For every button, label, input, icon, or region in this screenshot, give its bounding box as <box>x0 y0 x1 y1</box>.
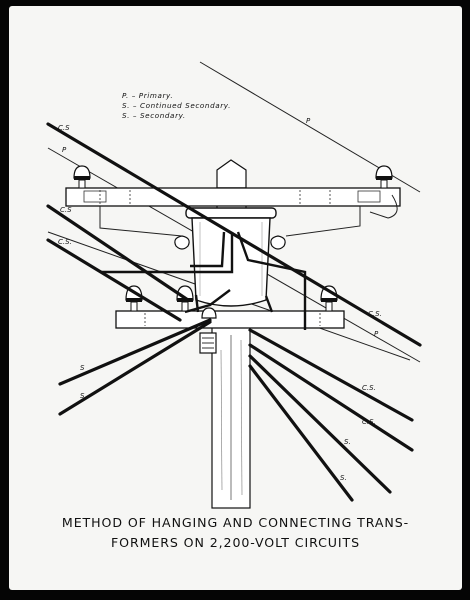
label-s-left-1: S <box>80 364 85 372</box>
label-cs-left-mid: C.S <box>60 206 72 214</box>
connection-leads <box>100 231 307 330</box>
legend-primary: P. – Primary. <box>122 91 173 100</box>
caption-line-1: METHOD OF HANGING AND CONNECTING TRANS- <box>61 515 410 530</box>
s-wire-right-2 <box>248 364 354 502</box>
upper-crossarm <box>65 187 401 207</box>
upper-insulators <box>73 165 393 189</box>
legend: P. – Primary. S. – Continued Secondary. … <box>122 91 231 120</box>
wire-labels: P C.S P C.S C.S. C.S. P C.S. C.S. S. S. … <box>58 117 382 482</box>
secondary-wires <box>46 122 422 502</box>
s-wire-left-1 <box>58 318 212 386</box>
legend-continued-secondary: S. – Continued Secondary. <box>122 101 231 110</box>
caption-line-2: FORMERS ON 2,200-VOLT CIRCUITS <box>111 535 360 550</box>
label-s-right-1: S. <box>344 438 351 446</box>
cs-wire-top <box>46 122 422 347</box>
label-cs-right-lower-1: C.S. <box>362 384 376 392</box>
label-p-right-top: P <box>306 117 311 125</box>
label-p-left: P <box>62 146 67 154</box>
cs-wire-left-low <box>46 238 182 322</box>
cs-wire-left-mid <box>46 204 190 302</box>
label-cs-left-top: C.S <box>58 124 70 132</box>
cs-wire-right-1 <box>248 328 414 422</box>
label-cs-right-lower-2: C.S. <box>362 418 376 426</box>
primary-leads <box>99 194 398 237</box>
s-wire-left-2 <box>58 320 212 416</box>
label-cs-right-upper: C.S. <box>368 310 382 318</box>
s-wire-right-1 <box>248 354 392 494</box>
cs-wire-right-2 <box>248 343 414 452</box>
label-p-right-mid: P <box>374 330 379 338</box>
label-s-left-2: S. <box>80 392 87 400</box>
legend-secondary: S. – Secondary. <box>122 111 186 120</box>
label-s-right-2: S. <box>340 474 347 482</box>
transformer <box>174 207 286 307</box>
label-cs-left-low: C.S. <box>58 238 72 246</box>
